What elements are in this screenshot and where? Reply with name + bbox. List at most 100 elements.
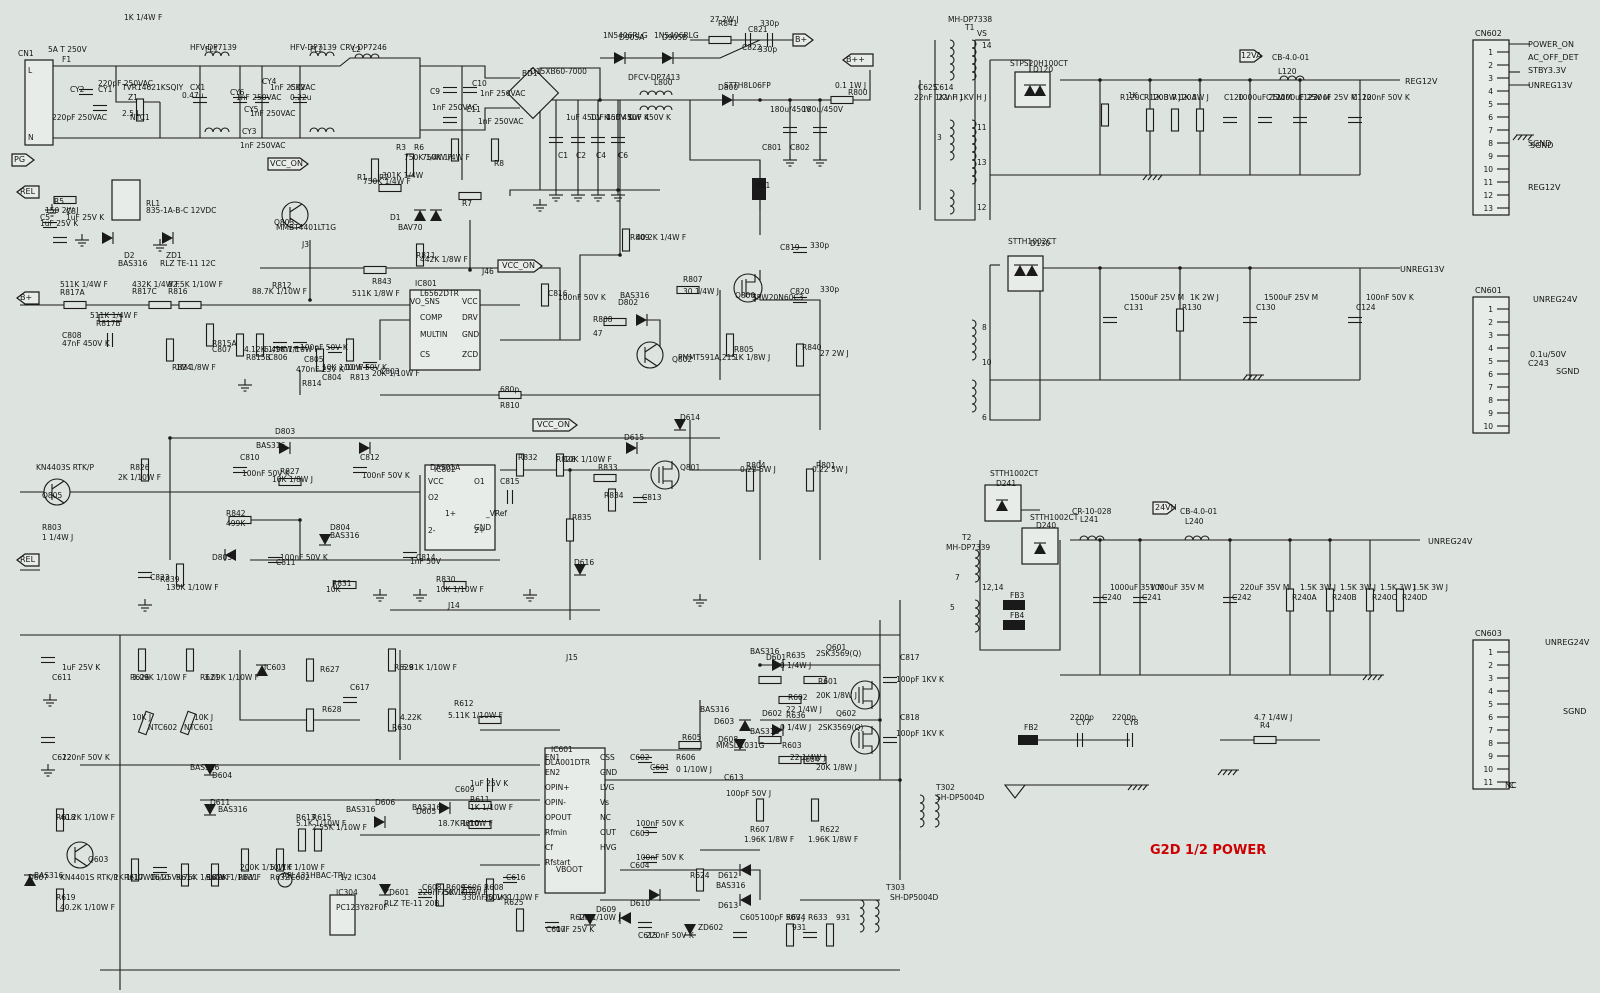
output-section-label: 13	[977, 158, 987, 167]
standby-section-label: R833	[598, 463, 618, 472]
chassis-ground-hatch	[1227, 769, 1233, 776]
resistor	[1395, 588, 1405, 612]
cn601-pin: 9	[1488, 409, 1493, 418]
ferrite-bead	[1003, 620, 1025, 630]
chassis-ground-hatch	[1222, 769, 1228, 776]
pfc-section-label: R805	[734, 345, 754, 354]
pfc-section-label: 27 2W J	[710, 15, 739, 24]
llc-section-label: C613	[724, 773, 744, 782]
standby-section-label: O2	[428, 493, 439, 502]
input-section-label: D2	[124, 251, 135, 260]
output-section-label: C242	[1232, 593, 1252, 602]
standby-section-label: J14	[447, 601, 460, 610]
ic-body	[111, 179, 141, 221]
llc-section-label: Cf	[545, 843, 553, 852]
resistor	[235, 333, 245, 357]
llc-section-label: RLZ TE-11 20B	[384, 899, 440, 908]
pfc-section-label: R808	[593, 315, 613, 324]
output-section-label: C123	[1298, 93, 1318, 102]
cn602-pin: 7	[1488, 126, 1493, 135]
junction-dot	[598, 98, 602, 102]
pfc-section-label: R824	[172, 363, 192, 372]
diode	[584, 914, 596, 925]
output-section-label: 12	[977, 203, 987, 212]
output-section-label: R240A	[1292, 593, 1318, 602]
llc-section-label: EN2	[545, 768, 560, 777]
llc-section-label: R612	[454, 699, 474, 708]
llc-section-label: BAS316	[218, 805, 248, 814]
diode	[225, 549, 236, 561]
input-section-label: CX2	[290, 83, 305, 92]
pfc-section-label: 1K 1/8W J	[734, 353, 770, 362]
output-section-label: 2200p	[1070, 713, 1094, 722]
junction-dot	[1288, 538, 1292, 542]
pfc-section-label: 1M 1/8W F	[176, 363, 216, 372]
standby-section-label: BAS316	[330, 531, 360, 540]
transistor-emitter	[289, 217, 303, 227]
ic-body	[544, 747, 606, 894]
pfc-section-label: Q803	[274, 218, 294, 227]
input-section-label: 0.47u	[182, 91, 204, 100]
llc-section-label: VBOOT	[556, 865, 583, 874]
standby-section-label: R834	[604, 491, 624, 500]
llc-section-label: KN4401S RTK/P	[60, 873, 118, 882]
standby-section-label: 100nF 50V K	[362, 471, 411, 480]
net-port	[16, 553, 40, 567]
cn602-pin: 9	[1488, 152, 1493, 161]
standby-section-label: 130K 1/10W F	[166, 583, 219, 592]
cn602-pin: 10	[1483, 165, 1493, 174]
standby-section-label: 100nF 50V K	[242, 469, 291, 478]
pfc-section-label: 27 2W J	[820, 349, 849, 358]
mosfet-drain	[863, 726, 873, 735]
chassis-ground-hatch	[1252, 374, 1258, 381]
output-section-label: R240B	[1332, 593, 1357, 602]
pfc-section-label: J46	[481, 267, 494, 276]
net-port	[267, 157, 309, 171]
resistor	[725, 333, 735, 357]
standby-section-label: 499K	[226, 519, 246, 528]
diode	[636, 314, 647, 326]
llc-section-label: PC123Y82F0F	[336, 903, 388, 912]
resistor	[490, 138, 500, 162]
standby-section-label: _VRef	[485, 509, 507, 518]
llc-section-label: T303	[885, 883, 905, 892]
resistor	[708, 35, 732, 45]
mosfet	[650, 460, 680, 490]
pfc-section-label: R800	[848, 88, 868, 97]
output-section-label: 3	[937, 133, 942, 142]
resistor	[485, 878, 495, 902]
pfc-section-label: 301K 1/4W	[382, 171, 424, 180]
transistor-collector	[74, 843, 88, 853]
output-section-label: 1500uF 25V M	[1264, 293, 1318, 302]
ic-body	[409, 289, 481, 371]
connectors: CN60212345678910111213CN60112345678910CN…	[1472, 29, 1590, 790]
pfc-section-label: 10K 1/10W F	[322, 363, 370, 372]
pfc-section-label: 470nF 25V K	[296, 365, 345, 374]
llc-section-label: R625	[504, 898, 524, 907]
shunt-regulator	[277, 872, 293, 888]
pfc-section-label: ZCD	[462, 350, 478, 359]
thermistor	[179, 710, 197, 736]
pfc-section-label: D800	[718, 83, 738, 92]
llc-section-label: D610	[630, 899, 650, 908]
net-label: UNREG24V	[1428, 537, 1473, 546]
llc-section-label: R607	[750, 825, 770, 834]
input-section-label: FL1	[205, 45, 218, 54]
llc-section-label: C611	[52, 673, 72, 682]
inductor	[1079, 535, 1105, 541]
resistor	[778, 695, 802, 705]
cn601-signal-label: UNREG24V	[1533, 295, 1578, 304]
net-label: SGND	[1530, 141, 1553, 150]
resistor	[415, 243, 425, 267]
llc-section-label: ZD601	[384, 888, 409, 897]
pfc-section-label: MULTIN	[420, 330, 448, 339]
pfc-section-label: R817A	[60, 288, 86, 297]
output-section-label: 1000uF 25V M	[1276, 93, 1330, 102]
resistor	[148, 300, 172, 310]
output-section-label: C120	[1224, 93, 1244, 102]
llc-section-label: OPIN+	[545, 783, 570, 792]
output-section-label: 8	[982, 323, 987, 332]
wire	[760, 70, 871, 101]
pfc-section-label: STTH8L06FP	[724, 81, 771, 90]
